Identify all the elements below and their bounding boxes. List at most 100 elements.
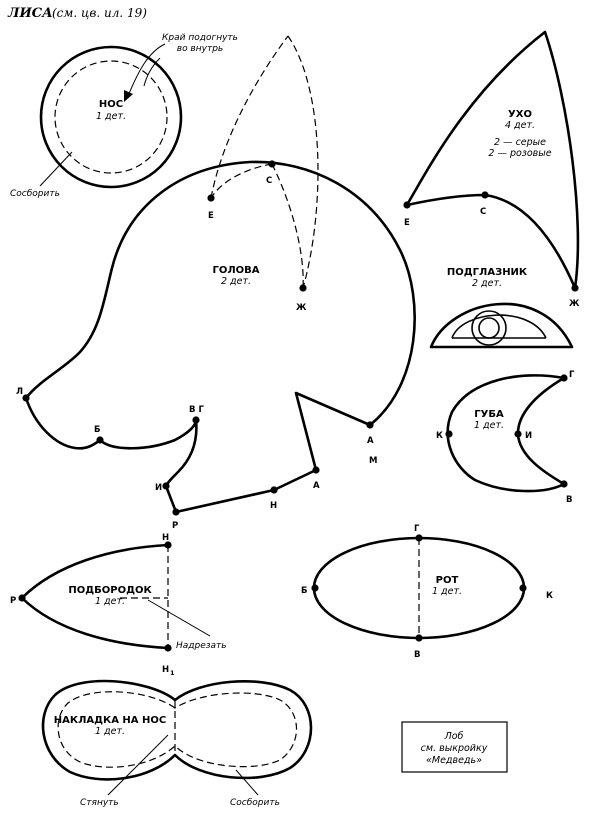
chin-label-n1-sub: 1 — [170, 669, 175, 677]
mouth-point-b — [311, 584, 319, 592]
chin-label-n1: Н — [162, 665, 169, 675]
chin-cut-note: Надрезать — [176, 641, 227, 651]
mouth-label-g: Г — [414, 524, 420, 534]
nose-count: 1 дет. — [96, 111, 126, 122]
forehead-note-line2: см. выкройку — [421, 743, 488, 754]
chin-title: ПОДБОРОДОК — [68, 585, 152, 596]
piece-head: Е С Ж Л Б В Г И Р Н А А М ГОЛОВА 2 дет. — [16, 35, 416, 531]
head-point-a-upper — [366, 421, 374, 429]
page-header: ЛИСА (см. цв. ил. 19) — [7, 6, 147, 21]
chin-count: 1 дет. — [95, 596, 125, 607]
head-dart-c-zh — [271, 163, 304, 289]
lip-label-i: И — [525, 431, 532, 441]
head-dart-right — [287, 35, 319, 289]
head-point-l — [22, 394, 30, 402]
nose-cover-seam-line — [57, 691, 298, 768]
chin-point-n1 — [164, 644, 172, 652]
nose-fold-note-line1: Край подогнуть — [162, 33, 238, 43]
ear-label-zh: Ж — [569, 299, 580, 309]
head-point-zh — [299, 284, 307, 292]
head-label-c: С — [266, 176, 272, 186]
eyelid-inner-arc — [451, 314, 547, 339]
chin-point-r — [18, 594, 26, 602]
head-point-c — [268, 160, 276, 168]
lip-count: 1 дет. — [474, 420, 504, 431]
mouth-label-k: К — [546, 591, 553, 601]
nose-fold-arrowhead — [124, 90, 133, 102]
forehead-note-line1: Лоб — [444, 731, 464, 742]
lip-label-k: К — [436, 431, 443, 441]
eyelid-eye-hole — [478, 317, 500, 339]
eyelid-outline — [429, 302, 574, 349]
head-label-r: Р — [172, 521, 178, 531]
nose-cover-title: НАКЛАДКА НА НОС — [54, 715, 166, 726]
chin-label-n: Н — [162, 533, 169, 543]
nose-cover-outline — [41, 679, 313, 781]
pattern-reference: (см. цв. ил. 19) — [52, 6, 147, 20]
lip-point-k — [445, 430, 453, 438]
head-point-e — [207, 194, 215, 202]
nose-fold-note-line2: во внутрь — [177, 44, 223, 54]
head-count: 2 дет. — [221, 276, 251, 287]
head-label-a-upper: А — [367, 436, 374, 446]
head-label-n: Н — [270, 501, 277, 511]
eyelid-title: ПОДГЛАЗНИК — [447, 267, 528, 278]
piece-lip: Г К И В ГУБА 1 дет. — [436, 370, 575, 505]
head-point-i — [162, 482, 170, 490]
head-label-i: И — [155, 483, 162, 493]
head-label-vg: В Г — [189, 405, 204, 415]
nose-cover-pull-note: Стянуть — [80, 798, 119, 808]
piece-eyelid: ПОДГЛАЗНИК 2 дет. — [429, 267, 574, 349]
forehead-note-frame — [401, 721, 508, 773]
head-outline — [24, 160, 416, 514]
head-label-b: Б — [94, 425, 100, 435]
nose-gather-leader — [39, 151, 73, 187]
nose-cover-pull-leader — [107, 734, 169, 796]
head-point-vg — [192, 416, 200, 424]
piece-nose-cover: НАКЛАДКА НА НОС 1 дет. Стянуть Сосборить — [41, 679, 313, 808]
ear-title: УХО — [508, 109, 532, 120]
head-point-n — [270, 486, 278, 494]
mouth-title: РОТ — [436, 575, 459, 586]
head-dart-ec — [210, 163, 273, 199]
piece-ear: Е С Ж УХО 4 дет. 2 — серые 2 — розовые — [403, 30, 580, 309]
piece-nose: НОС 1 дет. Край подогнуть во внутрь Cосб… — [10, 33, 238, 199]
mouth-point-k — [519, 584, 527, 592]
piece-mouth: Г В Б К РОТ 1 дет. — [301, 524, 553, 660]
chin-label-r: Р — [10, 596, 16, 606]
ear-variant-grey: 2 — серые — [494, 137, 546, 148]
head-label-zh: Ж — [296, 303, 307, 313]
ear-label-e: Е — [404, 218, 410, 228]
ear-label-c: С — [480, 207, 486, 217]
chin-point-n — [164, 541, 172, 549]
lip-label-g: Г — [569, 370, 575, 380]
nose-outline — [39, 45, 183, 189]
head-label-e: Е — [208, 211, 214, 221]
mouth-point-v — [415, 634, 423, 642]
piece-chin: Н Н 1 Р ПОДБОРОДОК 1 дет. Надрезать — [10, 533, 227, 677]
nose-fold-leader-arrow — [127, 43, 166, 97]
forehead-note-box: Лоб см. выкройку «Медведь» — [401, 721, 508, 773]
lip-title: ГУБА — [474, 409, 504, 420]
ear-count: 4 дет. — [505, 120, 535, 131]
chin-cut-leader — [147, 599, 211, 637]
nose-title: НОС — [99, 99, 123, 110]
ear-point-c — [481, 191, 489, 199]
ear-point-e — [403, 201, 411, 209]
pattern-title: ЛИСА — [7, 6, 53, 21]
head-label-l: Л — [16, 387, 23, 397]
head-point-b — [96, 436, 104, 444]
nose-cover-gather-leader — [235, 769, 259, 796]
lip-point-v — [560, 480, 568, 488]
nose-cover-count: 1 дет. — [95, 726, 125, 737]
lip-point-g — [560, 374, 568, 382]
head-label-m: М — [369, 456, 377, 466]
mouth-label-v: В — [414, 650, 420, 660]
head-point-r — [172, 508, 180, 516]
mouth-count: 1 дет. — [432, 586, 462, 597]
lip-label-v: В — [566, 495, 572, 505]
head-label-a-lower: А — [313, 481, 320, 491]
lip-point-i — [514, 430, 522, 438]
nose-gather-note: Cосборить — [10, 189, 60, 199]
